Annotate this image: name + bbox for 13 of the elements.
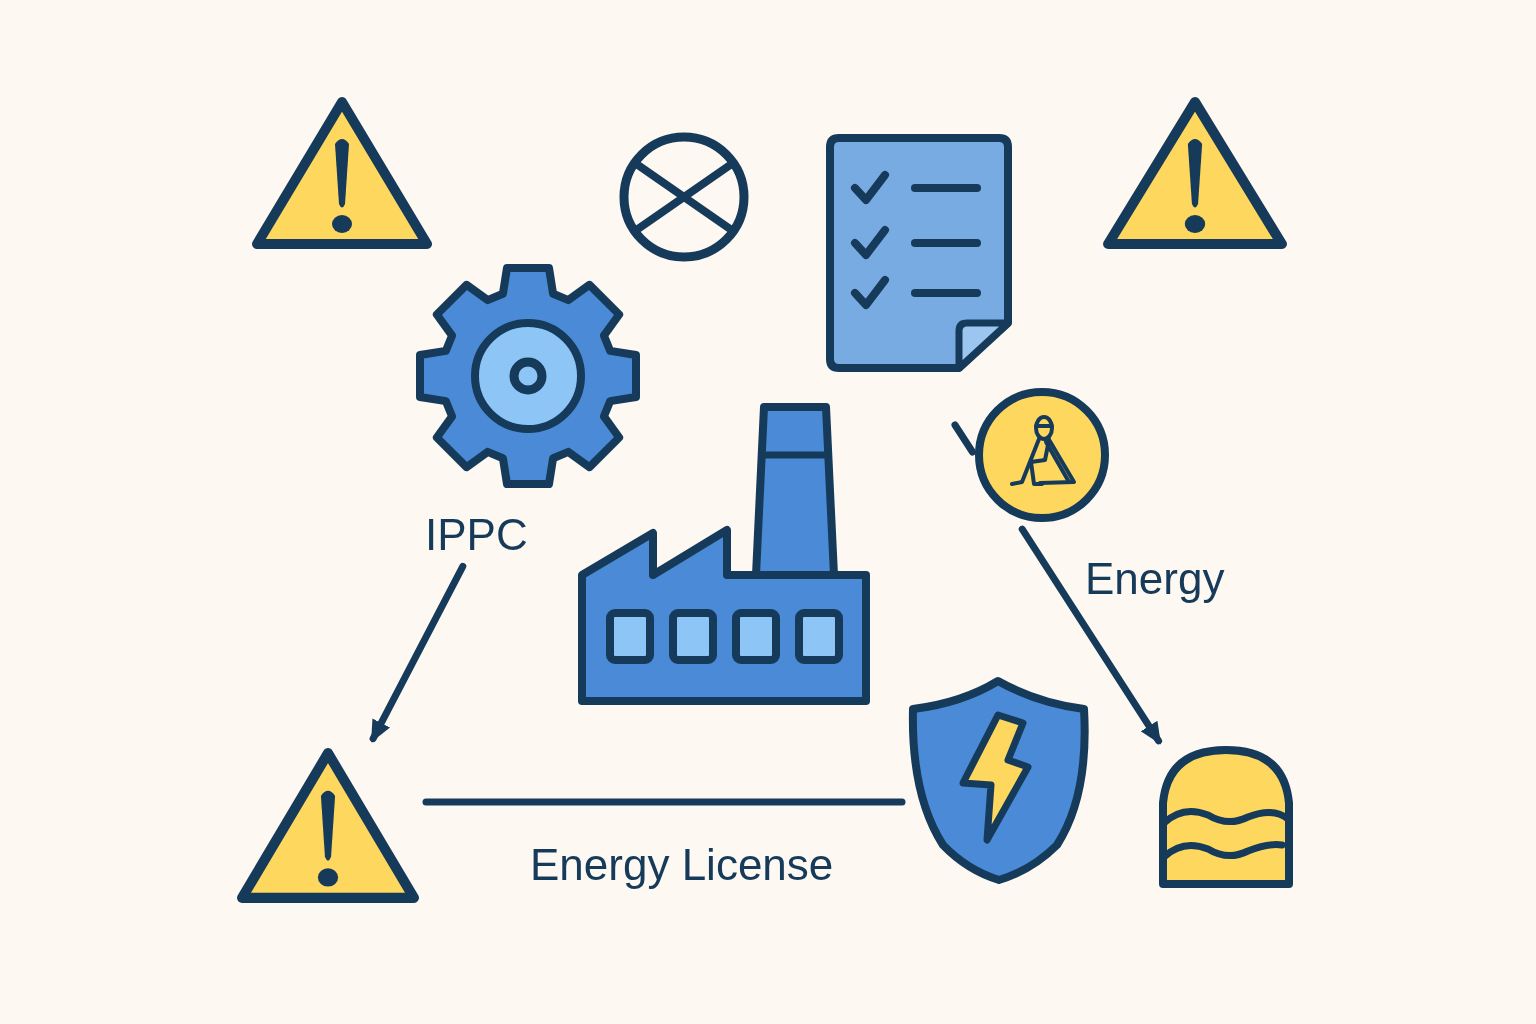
node-label: IPPC xyxy=(425,513,528,557)
edge-label: Energy xyxy=(1085,557,1225,601)
water-tank-icon xyxy=(1158,745,1294,889)
arrow xyxy=(369,562,467,743)
edge-label: Energy License xyxy=(530,843,834,887)
crossed-circle-icon xyxy=(619,132,749,262)
kneeling-person-icon xyxy=(973,386,1111,525)
connector-line xyxy=(422,798,906,806)
arrow xyxy=(1018,525,1163,745)
factory-icon xyxy=(578,403,870,706)
connector-line xyxy=(951,421,976,456)
shield-lightning-icon xyxy=(907,675,1090,885)
checklist-icon xyxy=(825,133,1013,373)
